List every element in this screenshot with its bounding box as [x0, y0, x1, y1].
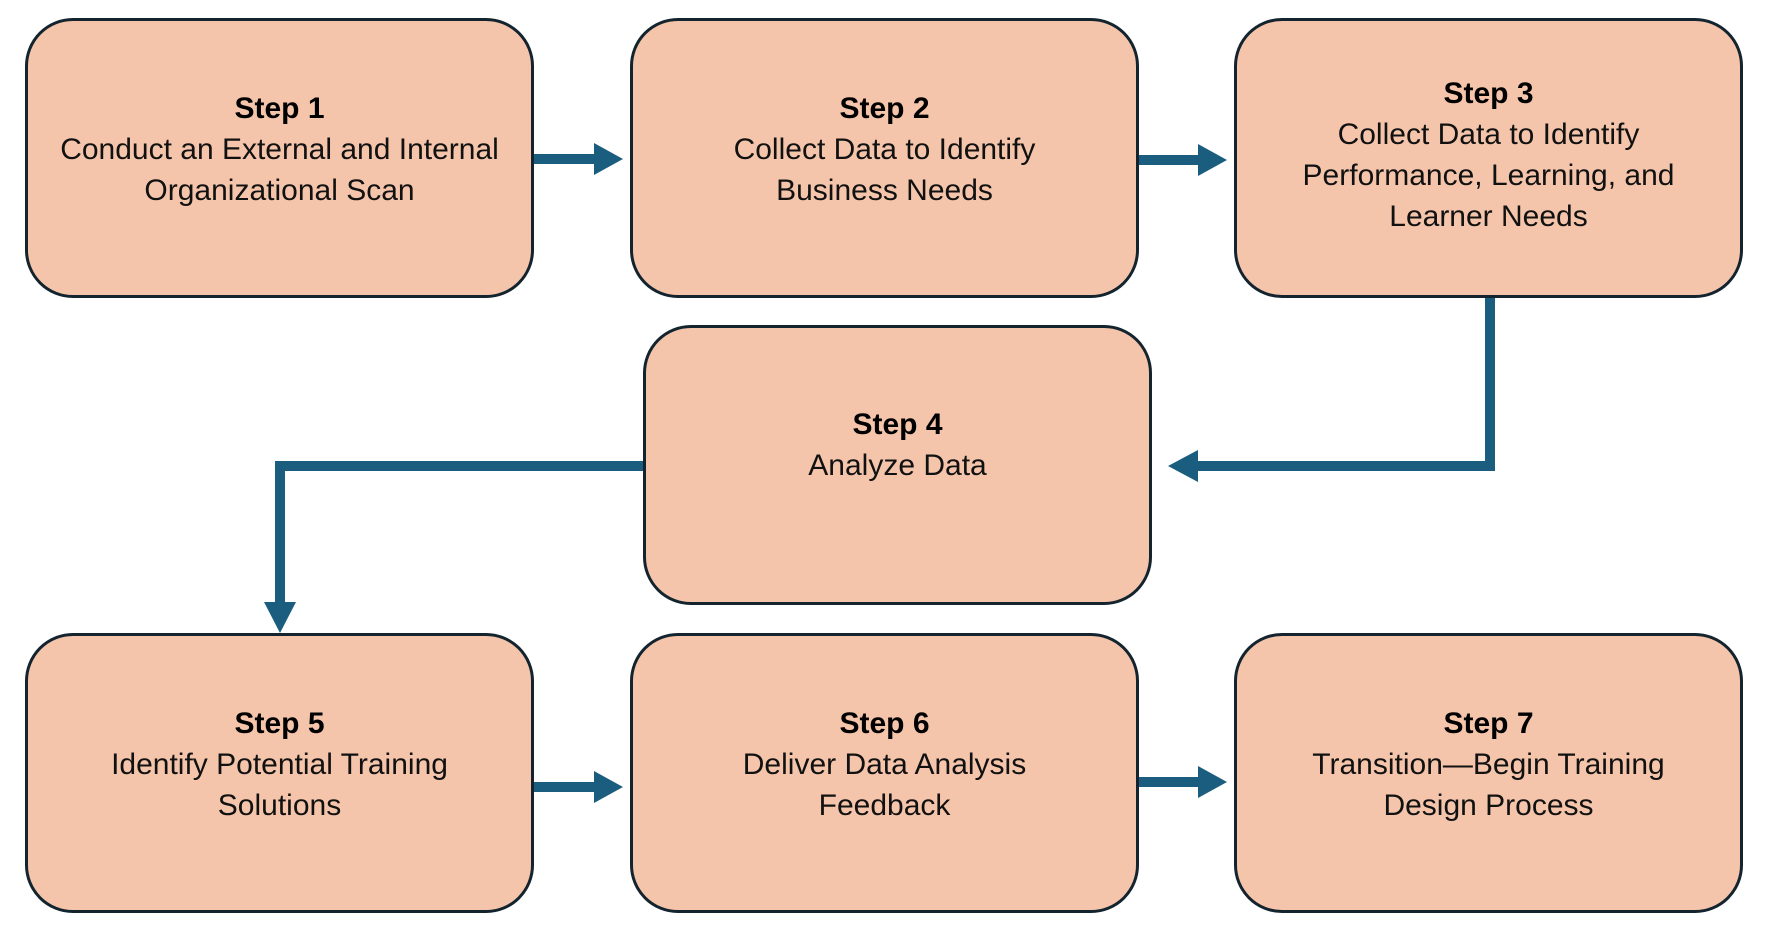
step-box-2: Step 2 Collect Data to Identify Business…	[630, 18, 1139, 298]
step-title: Step 5	[234, 706, 325, 740]
arrow-step6-to-step7	[1139, 766, 1227, 798]
step-description: Transition—Begin Training Design Process	[1312, 747, 1665, 822]
step-description: Conduct an External and Internal Organiz…	[60, 132, 499, 207]
step-box-4: Step 4 Analyze Data	[643, 325, 1152, 605]
step-title: Step 1	[234, 91, 325, 125]
step-box-3: Step 3 Collect Data to Identify Performa…	[1234, 18, 1743, 298]
step-box-1: Step 1 Conduct an External and Internal …	[25, 18, 534, 298]
step-description: Identify Potential Training Solutions	[111, 747, 448, 822]
step-description: Deliver Data Analysis Feedback	[742, 747, 1027, 822]
step-box-7: Step 7 Transition—Begin Training Design …	[1234, 633, 1743, 913]
step-description: Collect Data to Identify Performance, Le…	[1302, 118, 1675, 233]
step-title: Step 7	[1443, 706, 1534, 740]
step-title: Step 3	[1443, 77, 1534, 110]
arrow-step3-to-step4	[1168, 298, 1495, 482]
arrow-step1-to-step2	[534, 143, 623, 175]
step-title: Step 6	[839, 706, 930, 740]
step-box-6: Step 6 Deliver Data Analysis Feedback	[630, 633, 1139, 913]
step-description: Analyze Data	[808, 449, 987, 482]
arrow-step2-to-step3	[1139, 144, 1227, 176]
step-description: Collect Data to Identify Business Needs	[733, 132, 1036, 207]
arrow-step5-to-step6	[534, 771, 623, 803]
step-box-5: Step 5 Identify Potential Training Solut…	[25, 633, 534, 913]
step-title: Step 2	[839, 91, 930, 125]
arrow-step4-to-step5	[264, 461, 643, 633]
step-title: Step 4	[852, 408, 943, 441]
